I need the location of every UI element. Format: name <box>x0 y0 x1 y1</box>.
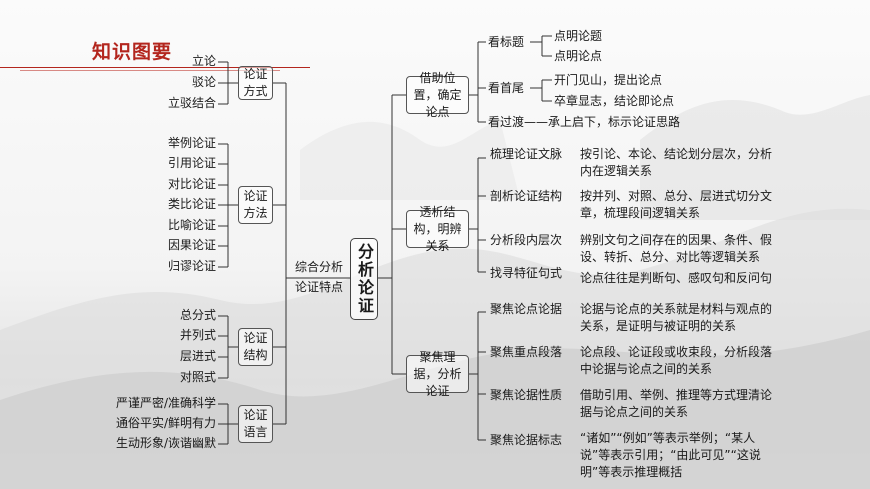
right-sub-description: 论点段、论证段或收束段，分析段落中论据与论点之间的关系 <box>580 345 773 376</box>
right-sub-label: 看过渡——承上启下，标示论证思路 <box>488 115 681 129</box>
left-item: 严谨严密/准确科学 <box>115 396 216 410</box>
mid-label-line1: 综合分析 <box>295 260 344 274</box>
left-item: 对比论证 <box>167 177 216 191</box>
left-category-box: 论证方法 <box>238 186 273 224</box>
left-item: 比喻论证 <box>167 218 216 232</box>
right-leaf-item: 开门见山，提出论点 <box>554 73 663 87</box>
left-category-box: 论证结构 <box>238 328 273 366</box>
left-item: 立驳结合 <box>167 96 216 110</box>
right-leaf-item: 点明论题 <box>554 29 603 43</box>
left-item: 生动形象/诙谐幽默 <box>115 436 216 450</box>
left-category-box: 论证方式 <box>238 66 273 100</box>
left-item: 因果论证 <box>167 238 216 252</box>
right-sub-label: 找寻特征句式 <box>490 266 563 280</box>
left-item: 总分式 <box>179 308 216 322</box>
right-leaf-item: 点明论点 <box>554 49 603 63</box>
left-item: 驳论 <box>191 75 216 89</box>
right-sub-label: 聚焦论据性质 <box>490 388 563 402</box>
left-category-box: 论证语言 <box>238 405 273 443</box>
right-sub-label: 聚焦重点段落 <box>490 345 563 359</box>
right-sub-description: 按并列、对照、总分、层进式切分文章，梳理段间逻辑关系 <box>580 189 773 220</box>
right-category-box: 借助位置，确定论点 <box>406 71 469 119</box>
right-sub-label: 剖析论证结构 <box>490 189 563 203</box>
left-item: 并列式 <box>179 328 216 342</box>
right-sub-description: 论据与论点的关系就是材料与观点的关系，是证明与被证明的关系 <box>580 302 773 333</box>
page-title: 知识图要 <box>92 41 173 63</box>
right-category-box: 聚焦理据，分析论证 <box>406 350 469 398</box>
left-item: 对照式 <box>179 370 216 384</box>
right-sub-description: “诸如”“例如”等表示举例；“某人说”等表示引用；“由此可见”“这说明”等表示推… <box>580 431 761 479</box>
right-sub-label: 梳理论证文脉 <box>490 147 563 161</box>
right-sub-description: 论点往往是判断句、感叹句和反问句 <box>580 271 773 285</box>
left-item: 类比论证 <box>167 197 216 211</box>
right-sub-description: 按引论、本论、结论划分层次，分析内在逻辑关系 <box>580 147 773 178</box>
left-item: 归谬论证 <box>167 259 216 273</box>
left-item: 举例论证 <box>167 136 216 150</box>
right-sub-label: 看标题 <box>488 35 525 49</box>
left-item: 层进式 <box>179 349 216 363</box>
right-category-box: 透析结构，明辨关系 <box>406 205 469 253</box>
right-sub-description: 辨别文句之间存在的因果、条件、假设、转折、总分、对比等逻辑关系 <box>580 233 773 264</box>
right-sub-description: 借助引用、举例、推理等方式理清论据与论点之间的关系 <box>580 388 773 419</box>
right-sub-label: 聚焦论据标志 <box>490 433 563 447</box>
left-item: 通俗平实/鲜明有力 <box>115 416 216 430</box>
title-underline <box>0 67 310 68</box>
mid-label-line2: 论证特点 <box>295 280 344 294</box>
center-node: 分析论证 <box>350 238 378 320</box>
right-sub-label: 分析段内层次 <box>490 233 563 247</box>
right-leaf-item: 卒章显志，结论即论点 <box>554 94 675 108</box>
right-sub-label: 聚焦论点论据 <box>490 302 563 316</box>
right-sub-label: 看首尾 <box>488 81 525 95</box>
left-item: 引用论证 <box>167 156 216 170</box>
title-underline-secondary <box>20 70 280 71</box>
left-item: 立论 <box>191 54 216 68</box>
